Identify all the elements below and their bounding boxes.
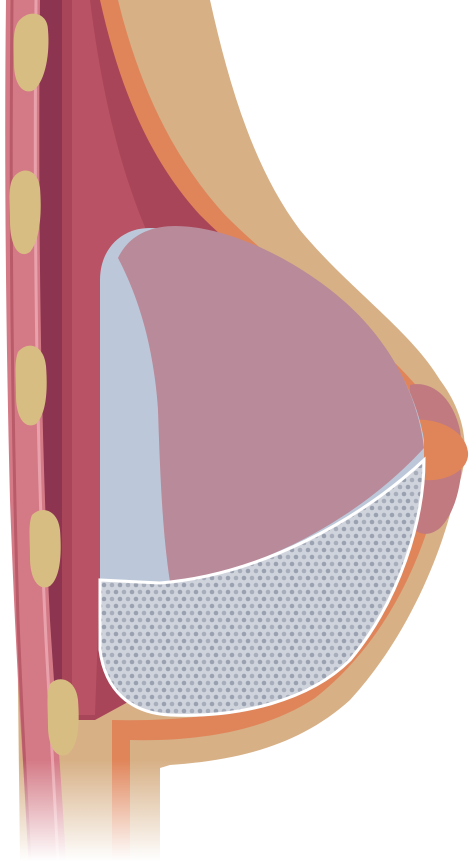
bottom-fade (0, 760, 470, 861)
rib-bone-5 (48, 679, 79, 755)
rib-bone-4 (30, 510, 61, 587)
rib-bone-3 (16, 346, 47, 426)
